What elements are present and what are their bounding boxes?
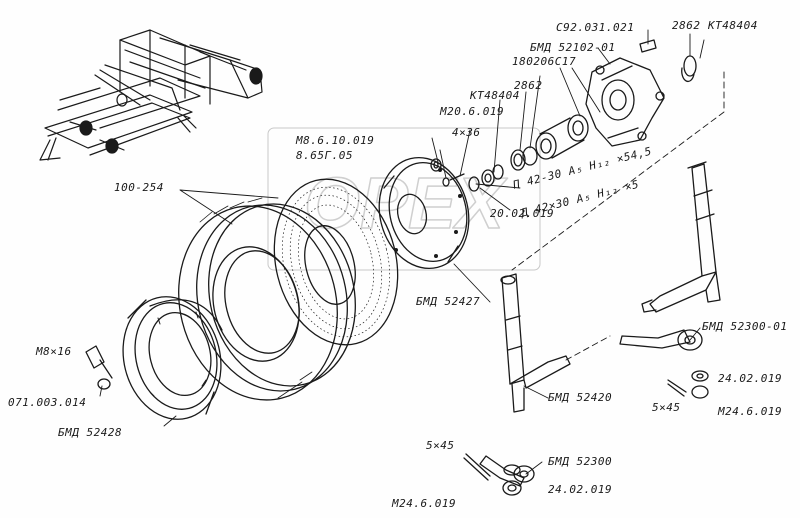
inner-tube <box>273 178 399 346</box>
machine-frame-sketch <box>39 29 263 161</box>
label-2862-mid: 2862 <box>514 79 543 92</box>
label-bmd-52428: БМД 52428 <box>58 426 123 439</box>
label-2862-top: 2862 <box>672 19 701 32</box>
label-24-02-019-bottom: 24.02.019 <box>548 483 613 496</box>
hub-casting <box>585 39 697 147</box>
label-bmd-52300-01: БМД 52300-01 <box>702 320 788 333</box>
clamp-plate-upper <box>619 329 703 351</box>
hub-disc <box>378 156 470 270</box>
small-fasteners <box>85 345 709 496</box>
label-20-02-019: 20.02.019 <box>490 207 555 220</box>
label-m8x16: М8×16 <box>36 345 72 358</box>
label-m24-6-019-right: М24.6.019 <box>718 405 783 418</box>
label-4x36: 4×36 <box>452 126 481 139</box>
label-5x45-right: 5×45 <box>652 401 681 414</box>
label-bmd-52420: БМД 52420 <box>548 391 613 404</box>
label-kt48404-mid: КТ48404 <box>470 89 520 102</box>
leader-lines <box>99 29 725 475</box>
label-071-003-014: 071.003.014 <box>8 396 87 409</box>
label-180206c17: 180206С17 <box>512 55 577 68</box>
label-m8-6-10-019: М8.6.10.019 <box>296 134 375 147</box>
label-8-65g-05: 8.65Г.05 <box>296 149 353 162</box>
wheel-rim <box>122 296 223 420</box>
label-bmd-52102-01: БМД 52102-01 <box>530 41 616 54</box>
label-5x45-bottom: 5×45 <box>426 439 455 452</box>
label-m24-6-019-bottom: М24.6.019 <box>392 497 457 510</box>
label-c92-031-021: С92.031.021 <box>556 21 635 34</box>
label-bmd-52300: БМД 52300 <box>548 455 613 468</box>
label-kt48404-top: КТ48404 <box>708 19 758 32</box>
label-100-254: 100-254 <box>114 181 164 194</box>
label-m20-6-019: М20.6.019 <box>440 105 505 118</box>
tyre <box>178 197 356 401</box>
label-bmd-52427: БМД 52427 <box>416 295 481 308</box>
upper-axle <box>641 161 721 313</box>
label-24-02-019-right: 24.02.019 <box>718 372 783 385</box>
watermark-text: ОРЕХ <box>304 164 508 244</box>
